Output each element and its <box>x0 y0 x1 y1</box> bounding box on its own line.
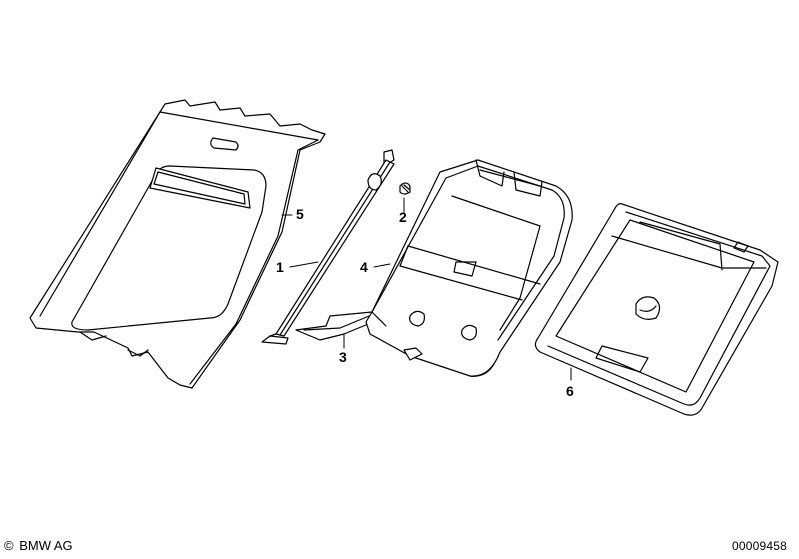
brand-name: BMW AG <box>19 538 73 553</box>
copyright-symbol: © <box>4 538 14 553</box>
support-strut-part-1 <box>261 149 395 345</box>
leader-lines <box>281 197 572 381</box>
callout-3: 3 <box>339 349 347 365</box>
callout-4: 4 <box>360 259 368 275</box>
copyright-notice: © BMW AG <box>4 538 73 553</box>
callout-2: 2 <box>399 209 407 225</box>
callout-6: 6 <box>566 383 574 399</box>
diagram-number: 00009458 <box>732 539 787 553</box>
cover-panel-part-5 <box>29 99 326 389</box>
callout-1: 1 <box>276 259 284 275</box>
housing-part-4 <box>365 159 573 377</box>
clip-part-2 <box>399 182 411 195</box>
lid-part-6 <box>534 203 779 416</box>
callout-5: 5 <box>296 206 304 222</box>
